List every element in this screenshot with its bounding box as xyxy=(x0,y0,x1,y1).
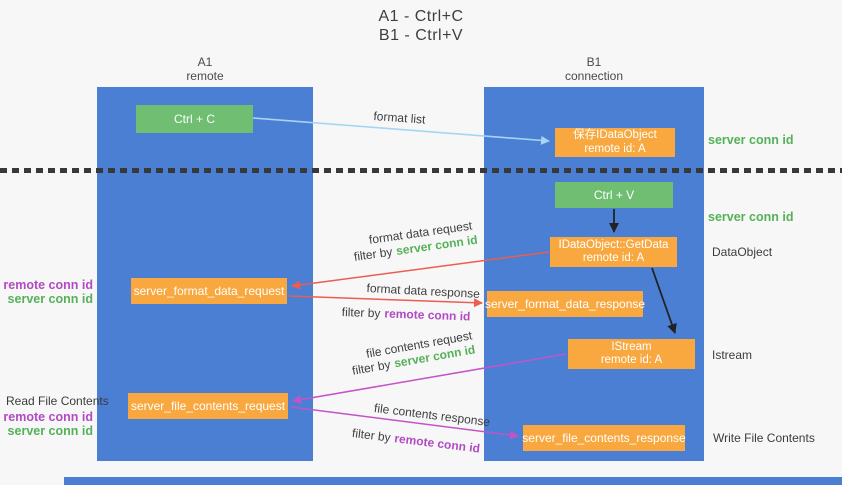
node-ctrl-v: Ctrl + V xyxy=(555,182,673,208)
label-file-contents-response: file contents response xyxy=(373,401,491,430)
annotation-remote-conn-id-1: remote conn id xyxy=(3,278,93,292)
node-istream: IStream remote id: A xyxy=(568,339,695,369)
lifeline-b1-name: B1 xyxy=(586,55,602,69)
diagram-title-line1: A1 - Ctrl+C xyxy=(378,8,464,25)
node-server-file-contents-request-label: server_file_contents_request xyxy=(130,399,286,413)
node-ctrl-c: Ctrl + C xyxy=(136,105,253,133)
lifeline-a1-subtitle: remote xyxy=(186,69,224,83)
lifeline-a1-name: A1 xyxy=(197,55,213,69)
annotation-server-conn-id-mid: server conn id xyxy=(708,210,794,224)
phase-divider-dotted-line xyxy=(0,168,842,173)
diagram-title-line2: B1 - Ctrl+V xyxy=(378,27,464,44)
annotation-remote-conn-id-2: remote conn id xyxy=(3,410,93,424)
node-server-format-data-response: server_format_data_response xyxy=(484,291,646,317)
label-filter-by-text: filter by xyxy=(351,426,392,445)
node-istream-line1: IStream xyxy=(611,340,652,353)
label-format-data-response: format data response xyxy=(366,281,481,301)
label-filter-by-text: filter by xyxy=(351,357,392,378)
lifeline-header-a1: A1 remote xyxy=(97,55,313,83)
node-getdata: IDataObject::GetData remote id: A xyxy=(550,237,677,267)
node-getdata-line1: IDataObject::GetData xyxy=(558,238,669,251)
bottom-edge-strip xyxy=(64,477,842,485)
node-server-file-contents-response-label: server_file_contents_response xyxy=(522,431,686,445)
label-format-list: format list xyxy=(373,109,426,127)
lifeline-b1-subtitle: connection xyxy=(564,69,624,83)
annotation-write-file-contents: Write File Contents xyxy=(713,431,815,445)
annotation-dataobject: DataObject xyxy=(712,245,773,259)
node-server-format-data-request: server_format_data_request xyxy=(131,278,287,304)
label-remote-conn-id-text: remote conn id xyxy=(384,306,471,324)
node-save-dataobject: 保存IDataObject remote id: A xyxy=(555,128,675,157)
annotation-server-conn-id-top: server conn id xyxy=(708,133,794,147)
annotation-server-conn-id-1: server conn id xyxy=(7,292,93,306)
node-getdata-line2: remote id: A xyxy=(582,252,645,264)
node-server-format-data-response-label: server_format_data_response xyxy=(484,297,646,311)
label-filter-by-text: filter by xyxy=(341,305,381,321)
node-server-format-data-request-label: server_format_data_request xyxy=(133,284,285,298)
node-ctrl-c-label: Ctrl + C xyxy=(173,112,215,126)
node-ctrl-v-label: Ctrl + V xyxy=(593,188,635,202)
node-server-file-contents-response: server_file_contents_response xyxy=(522,425,686,451)
node-save-dataobject-line1: 保存IDataObject xyxy=(573,129,657,141)
annotation-read-file-contents: Read File Contents xyxy=(6,394,109,408)
node-server-file-contents-request: server_file_contents_request xyxy=(128,393,288,419)
label-filter-by-text: filter by xyxy=(353,244,394,264)
annotation-server-conn-id-2: server conn id xyxy=(7,424,93,438)
lifeline-header-b1: B1 connection xyxy=(484,55,704,83)
node-save-dataobject-line2: remote id: A xyxy=(584,142,646,155)
label-remote-conn-id-text: remote conn id xyxy=(393,431,481,456)
node-istream-line2: remote id: A xyxy=(600,354,663,366)
annotation-istream: Istream xyxy=(712,348,753,362)
